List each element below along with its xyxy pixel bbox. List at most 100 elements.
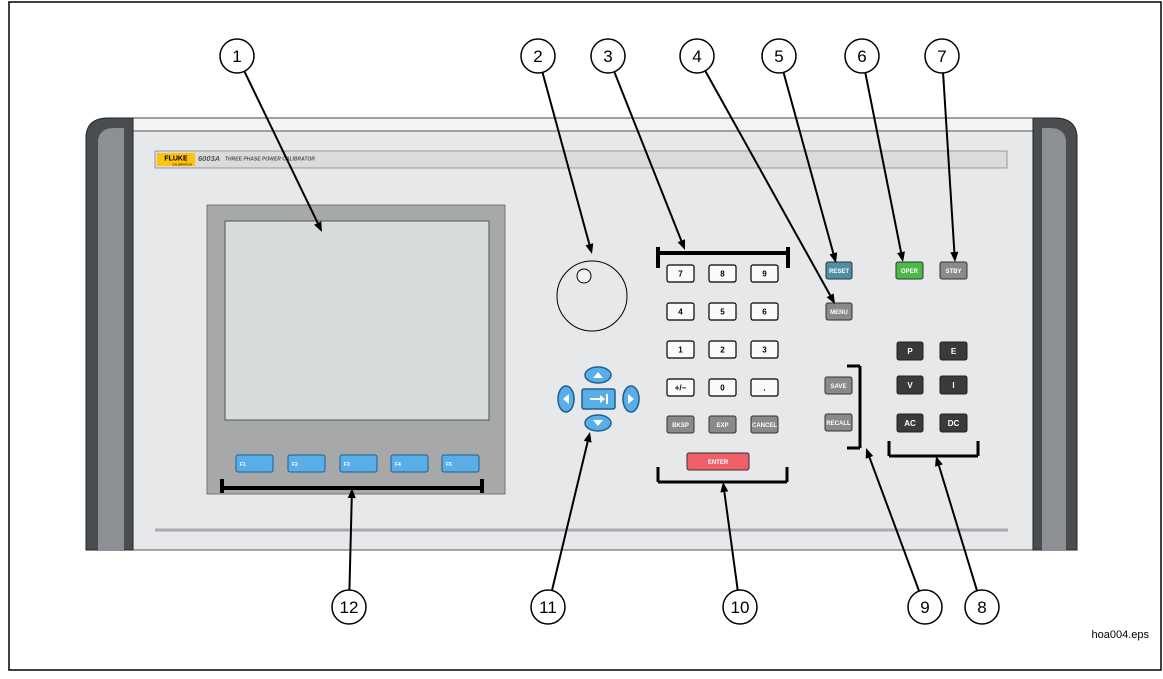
callout-circle [722, 589, 758, 625]
file-label: hoa004.eps [1092, 629, 1150, 641]
rotary-knob[interactable] [556, 260, 628, 332]
p-key[interactable] [896, 341, 924, 361]
i-key[interactable] [939, 375, 968, 395]
callout-number: 7 [937, 47, 946, 66]
callout-arrowhead [950, 251, 959, 262]
digit-key[interactable] [750, 378, 779, 397]
softkey-f3[interactable] [339, 454, 378, 473]
cursor-keys [557, 366, 640, 432]
page-border [8, 1, 1162, 671]
digit-key[interactable] [666, 378, 695, 397]
callout-circle [844, 38, 880, 74]
softkey-label: F2 [292, 462, 298, 468]
callout-circle [590, 38, 626, 74]
callout-leader-line [864, 72, 903, 253]
menu-key-label: MENU [830, 310, 848, 316]
callout-leader-line [613, 71, 683, 242]
rotary-knob-dial[interactable] [556, 260, 628, 332]
recall-key[interactable] [824, 413, 853, 432]
callout-circle [520, 38, 556, 74]
callout-arrowhead [897, 251, 905, 262]
digit-key-label: 8 [720, 270, 725, 279]
callout-circle [219, 38, 255, 74]
callout-circle [761, 38, 797, 74]
dc-key[interactable] [939, 413, 968, 433]
reset-key[interactable] [825, 261, 853, 280]
callout-number: 5 [774, 47, 783, 66]
stby-key-label: STBY [945, 269, 961, 275]
up-arrow-icon [593, 372, 603, 378]
brand-area: FLUKE CALIBRATION 6003A THREE PHASE POWE… [157, 153, 315, 167]
down-arrow-icon [593, 420, 603, 426]
function-keys: RESET MENU SAVE RECALL OPER STBY P E V I… [824, 261, 980, 458]
callout-arrowhead [720, 482, 729, 493]
enter-key[interactable] [686, 452, 750, 471]
callout-arrowhead [829, 252, 838, 263]
callout-arrowhead [583, 432, 592, 443]
callout-number: 10 [731, 598, 750, 617]
model-number: 6003A [198, 154, 220, 163]
fluke-sub: CALIBRATION [172, 163, 192, 167]
menu-key[interactable] [825, 302, 853, 321]
save-key[interactable] [824, 376, 853, 395]
callout-circle [907, 589, 943, 625]
bksp-key-label: BKSP [672, 423, 689, 429]
callout-circle [530, 589, 566, 625]
softkey-f5[interactable] [441, 454, 480, 473]
digit-key[interactable] [750, 302, 779, 321]
fluke-logo-bg [157, 153, 195, 166]
rotary-knob-finger-dimple [576, 268, 592, 284]
callout-arrowhead [314, 221, 322, 232]
ac-key[interactable] [896, 413, 924, 433]
model-description: THREE PHASE POWER CALIBRATOR [225, 157, 315, 163]
bracket-enter [656, 467, 789, 484]
left-handle-inner [98, 128, 124, 550]
v-key[interactable] [896, 375, 924, 395]
digit-key[interactable] [708, 264, 737, 283]
digit-key[interactable] [708, 302, 737, 321]
digit-key-label: . [763, 384, 765, 393]
digit-key[interactable] [750, 340, 779, 359]
ac-key-label: AC [904, 419, 916, 428]
oper-key[interactable] [895, 261, 924, 280]
softkey-f4[interactable] [390, 454, 429, 473]
right-handle-inner [1042, 128, 1066, 550]
digit-key[interactable] [666, 264, 695, 283]
callout-number: 11 [539, 598, 557, 617]
callout-circle [679, 38, 715, 74]
callout-arrowhead [585, 243, 594, 254]
softkey-label: F1 [240, 462, 246, 468]
callout-leader-line [868, 457, 921, 592]
digit-key[interactable] [666, 302, 695, 321]
callout-leader-line [348, 497, 353, 591]
i-key-label: I [952, 381, 954, 390]
digit-key-label: 9 [762, 270, 767, 279]
softkey-f2[interactable] [287, 454, 326, 473]
digit-key[interactable] [666, 340, 695, 359]
digit-key[interactable] [708, 378, 737, 397]
stby-key[interactable] [939, 261, 968, 280]
label-strip [154, 150, 1008, 169]
bksp-key[interactable] [666, 415, 695, 434]
softkey-f1[interactable] [235, 454, 274, 473]
softkey-label: F5 [446, 462, 452, 468]
callout-number: 2 [533, 47, 542, 66]
cancel-key-label: CANCEL [752, 423, 777, 429]
right-arrow-icon [628, 394, 634, 404]
callout-leader-line [704, 70, 832, 296]
callout-leader-line [937, 465, 979, 592]
cancel-key[interactable] [750, 415, 779, 434]
e-key[interactable] [939, 341, 968, 361]
softkey-label: F4 [395, 462, 401, 468]
exp-key[interactable] [708, 415, 737, 434]
fluke-logo: FLUKE [164, 156, 188, 163]
enter-key-label: ENTER [708, 460, 729, 466]
callout-arrowhead [826, 293, 835, 304]
digit-key[interactable] [708, 340, 737, 359]
digit-key-label: 1 [678, 346, 683, 355]
digit-key[interactable] [750, 264, 779, 283]
callout-leader-line [550, 441, 589, 591]
